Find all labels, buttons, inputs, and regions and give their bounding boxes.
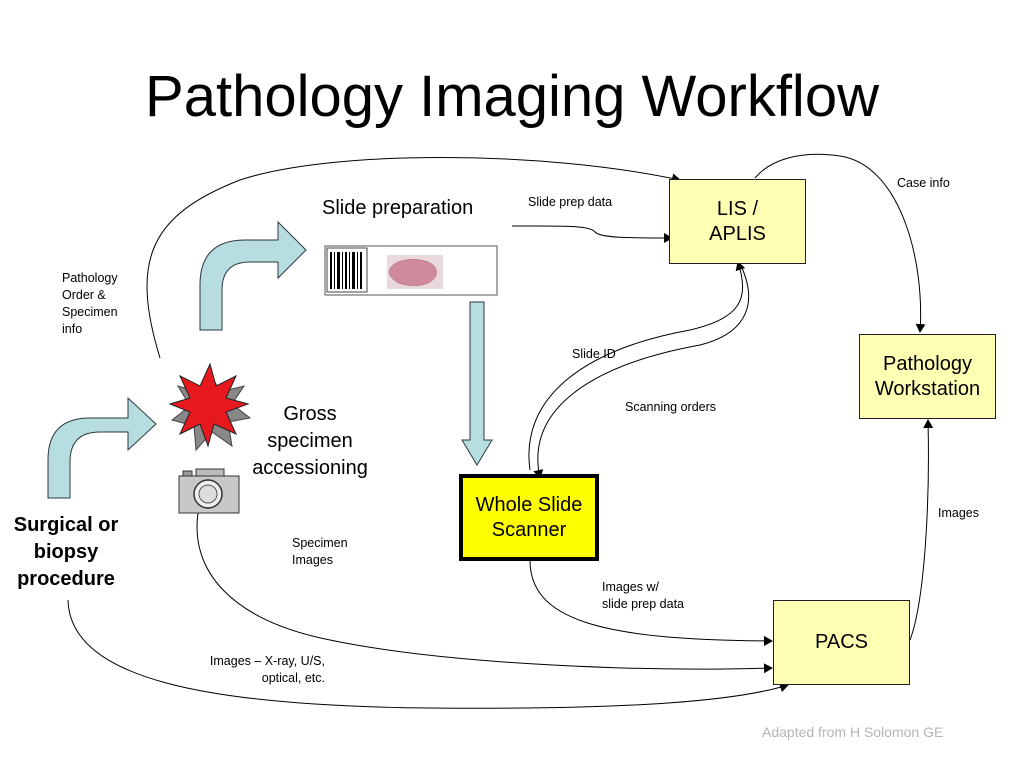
- page-title: Pathology Imaging Workflow: [145, 64, 879, 129]
- connector-order-to-lis: [146, 157, 681, 359]
- specimen-icon: [168, 362, 252, 452]
- barcode-icon: [326, 247, 368, 293]
- gross-accessioning-label: Gross specimen accessioning: [252, 403, 368, 479]
- connector-scanner-to-pacs: [529, 559, 773, 646]
- flow-arrow-to-accessioning: [47, 396, 157, 499]
- flow-arrow-to-scanner: [461, 301, 493, 466]
- connector-lis-to-workstation-caseinfo: [754, 153, 926, 333]
- slide-id-label: Slide ID: [572, 347, 616, 361]
- connector-camera-to-pacs: [196, 512, 773, 674]
- pacs-label: PACS: [815, 631, 868, 653]
- whole-slide-scanner-label: Whole Slide Scanner: [475, 493, 583, 541]
- lis-aplis-label: LIS / APLIS: [709, 197, 766, 245]
- scanning-orders-label: Scanning orders: [625, 400, 717, 414]
- slide-icon: [324, 245, 498, 296]
- specimen-images-label: Specimen Images: [292, 536, 348, 567]
- pathology-order-label: Pathology Order & Specimen info: [62, 271, 118, 336]
- tissue-sample-icon: [387, 255, 443, 289]
- slide-preparation-label: Slide preparation: [322, 197, 474, 219]
- case-info-label: Case info: [897, 176, 950, 190]
- lis-aplis-node: LIS / APLIS: [669, 179, 806, 264]
- connector-slideid-to-lis: [528, 261, 746, 471]
- connector-lis-to-scanner-orders: [533, 267, 750, 479]
- connector-pacs-to-workstation: [909, 419, 934, 641]
- images-with-prep-data-label: Images w/ slide prep data: [602, 580, 685, 611]
- images-label: Images: [938, 506, 979, 520]
- pacs-node: PACS: [773, 600, 910, 685]
- whole-slide-scanner-node: Whole Slide Scanner: [459, 474, 599, 561]
- pathology-workstation-label: Pathology Workstation: [874, 352, 981, 400]
- flow-arrow-to-slide-prep: [199, 220, 307, 331]
- pathology-workstation-node: Pathology Workstation: [859, 334, 996, 419]
- source-credit: Adapted from H Solomon GE: [762, 724, 944, 740]
- images-xray-label: Images – X-ray, U/S, optical, etc.: [209, 654, 325, 685]
- connector-slideprep-to-lis: [511, 225, 673, 243]
- connector-surgery-to-pacs: [67, 599, 789, 709]
- slide-prep-data-label: Slide prep data: [528, 195, 613, 209]
- surgical-procedure-label: Surgical or biopsy procedure: [13, 514, 119, 590]
- camera-icon: [178, 468, 240, 514]
